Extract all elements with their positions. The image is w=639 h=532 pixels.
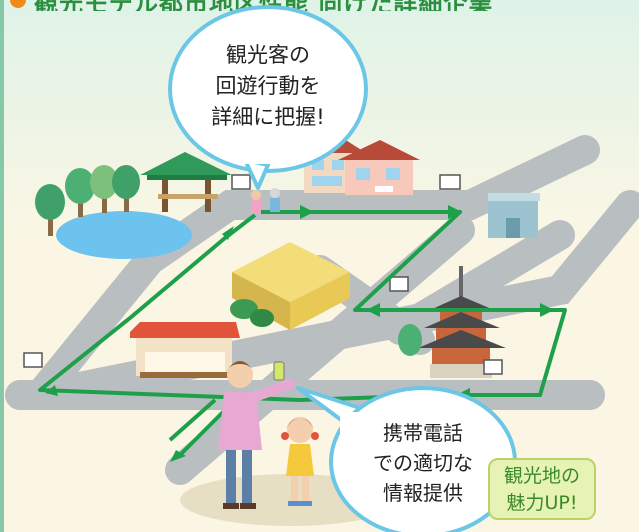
bubble-top-line-2: 回遊行動を (215, 74, 321, 98)
route-arrowheads (45, 205, 554, 462)
bubble-bottom-line-2: での適切な (373, 451, 473, 475)
tourist-pair-icon (251, 188, 280, 214)
shop-stall-icon (130, 322, 240, 378)
road-diagonal-right (385, 220, 575, 345)
bubble-bottom-line-1: 携帯電話 (383, 421, 463, 445)
mobile-phone-icon (273, 361, 285, 381)
central-building-icon (230, 242, 350, 330)
road-top (25, 135, 600, 410)
bubble-bottom-line-3: 情報提供 (383, 481, 463, 505)
signboards-icon (23, 174, 503, 375)
gazebo-icon (140, 152, 232, 212)
badge-line-1: 観光地の (503, 465, 580, 487)
child-icon (281, 417, 319, 506)
route-line-upper (260, 210, 567, 397)
pond-icon (56, 211, 192, 259)
appeal-badge: 観光地の 魅力UP! (488, 458, 596, 520)
speech-bubble-top (168, 5, 368, 190)
bubble-top-line-3: 詳細に把握! (211, 105, 325, 129)
speech-bubble-bottom (296, 386, 517, 532)
title-bullet-icon (10, 0, 26, 8)
warehouse-icon (488, 193, 540, 238)
tree-cluster-left (35, 165, 140, 236)
bubble-top-line-1: 観光客の (226, 43, 310, 67)
badge-line-2: 魅力UP! (506, 492, 578, 514)
route-line-branch-2 (168, 398, 217, 442)
bubble-bottom-text: 携帯電話 での適切な 情報提供 (343, 418, 503, 508)
bubble-top-text: 観光客の 回遊行動を 詳細に把握! (183, 40, 353, 133)
pagoda-icon (398, 266, 506, 378)
frame-border (0, 0, 4, 532)
person-with-phone-icon (218, 361, 295, 509)
